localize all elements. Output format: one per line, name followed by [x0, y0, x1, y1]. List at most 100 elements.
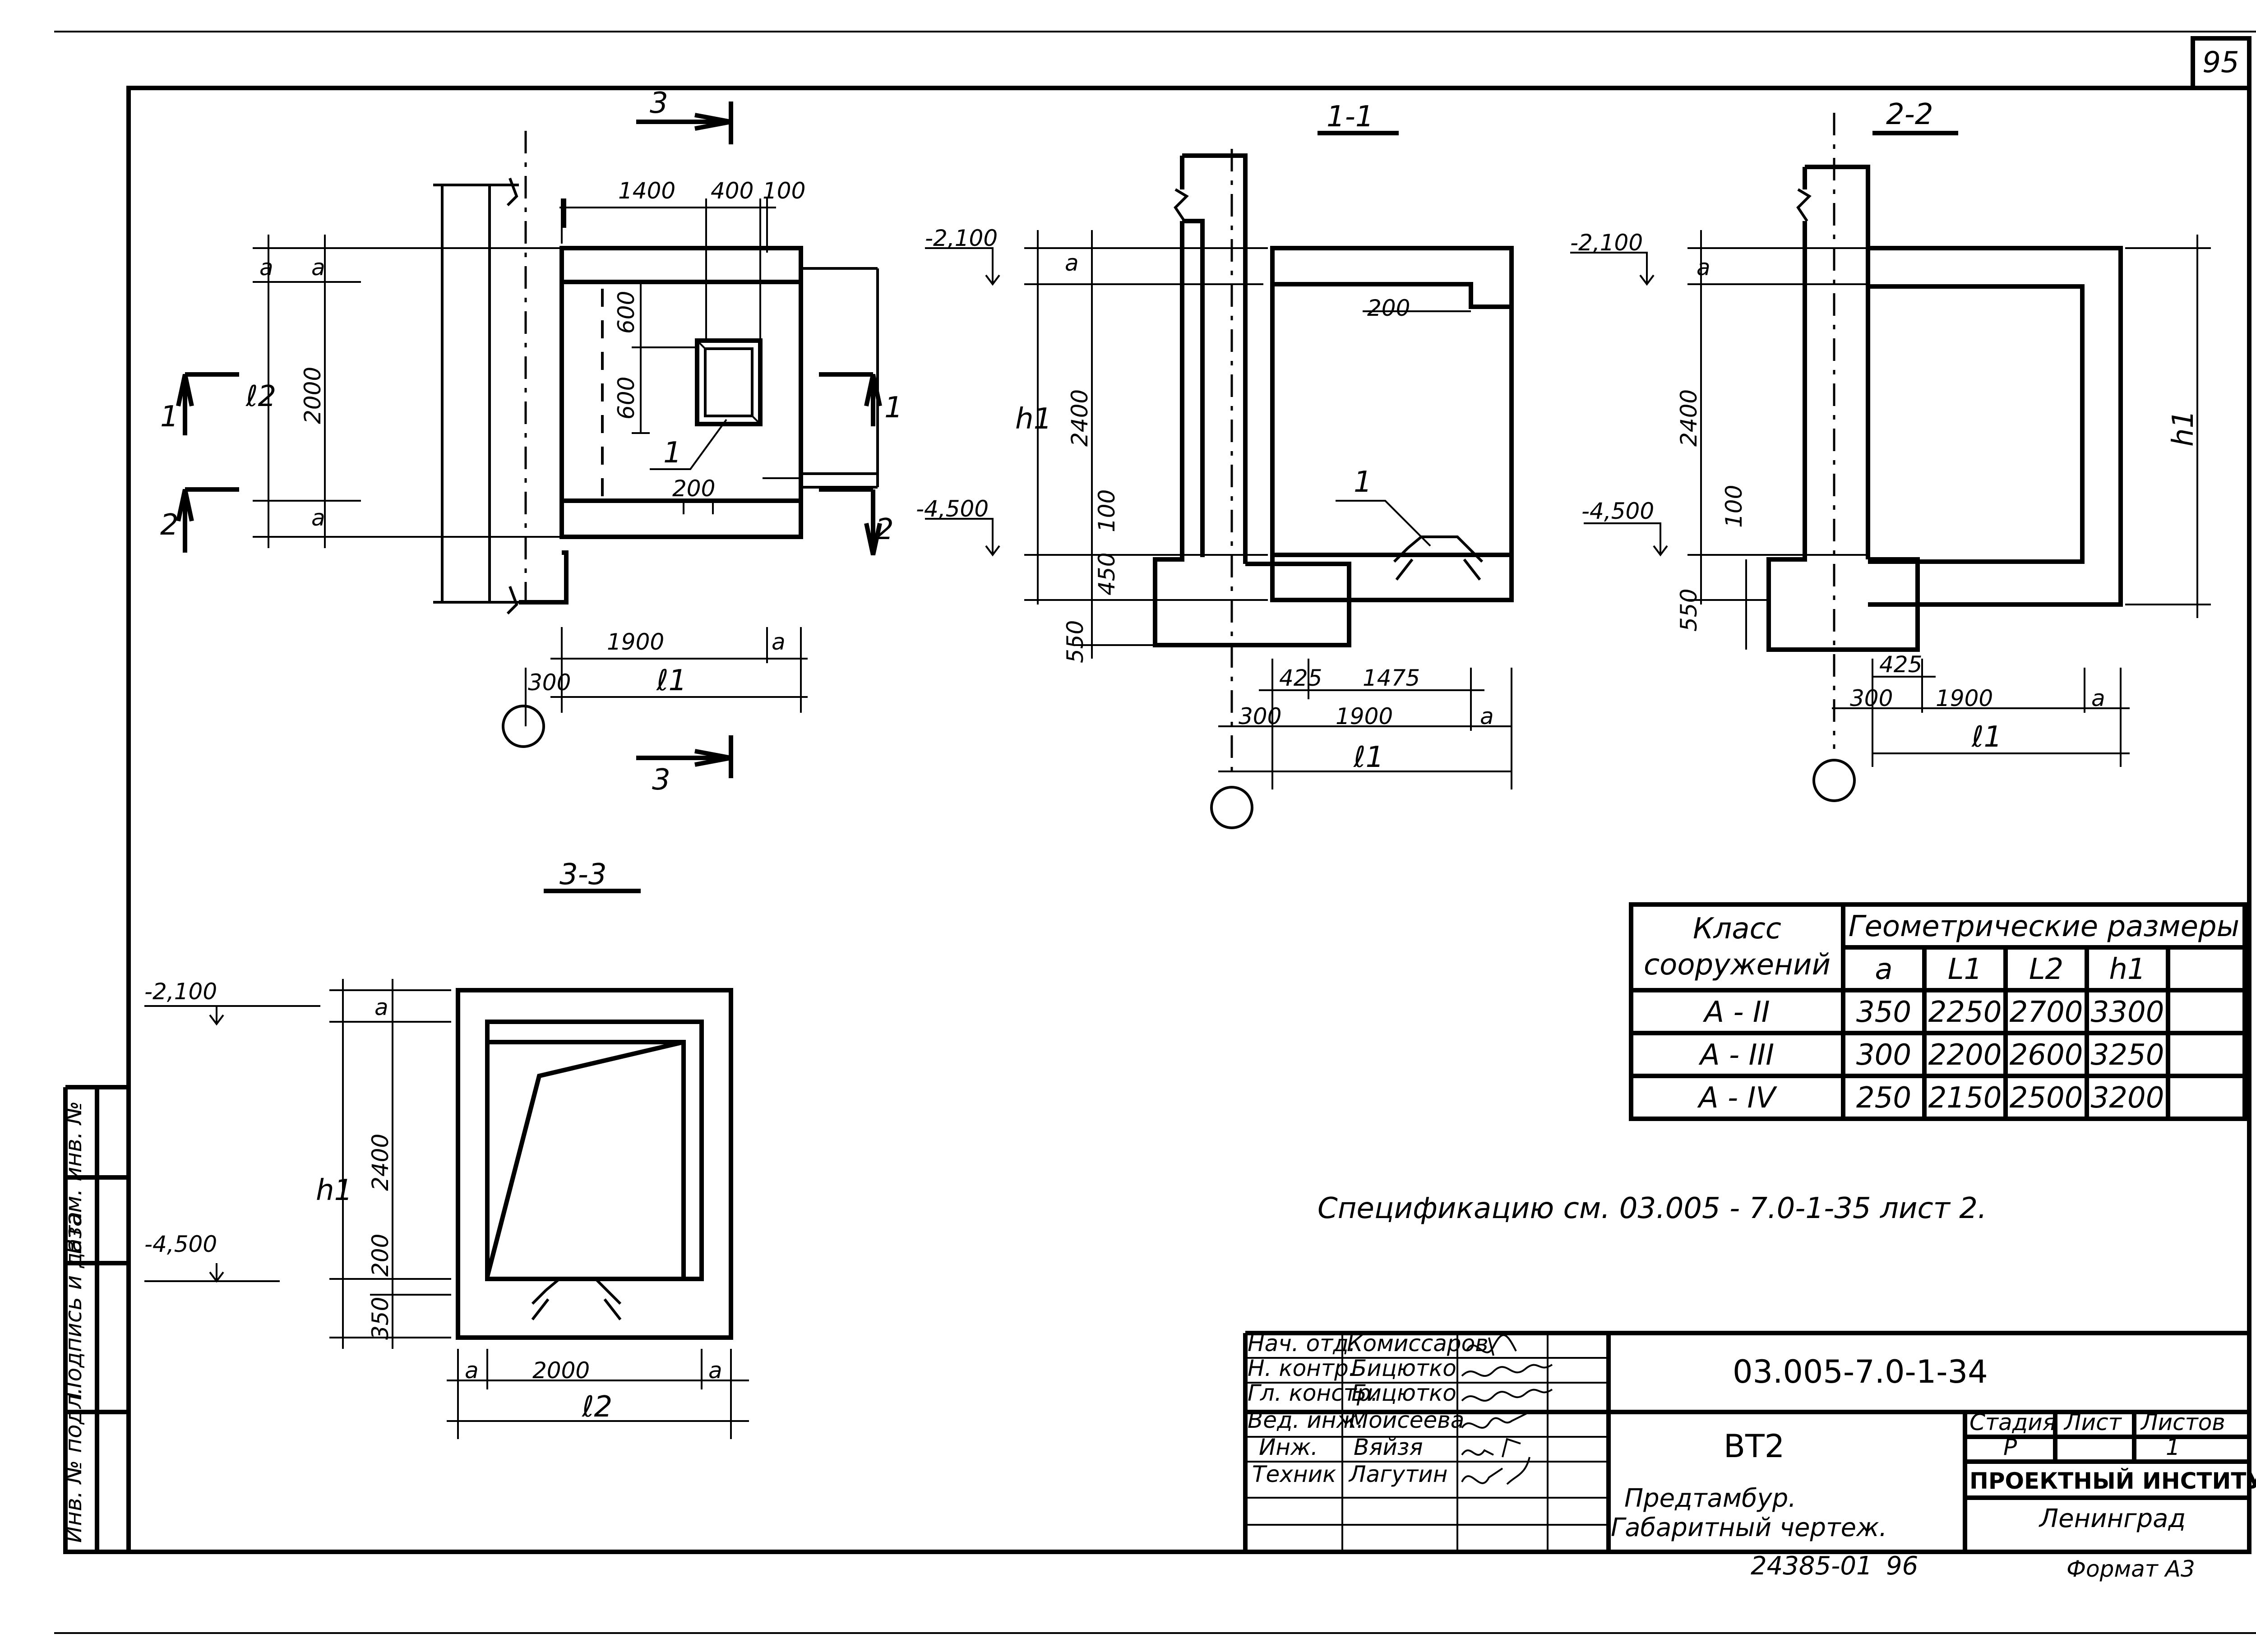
- table-col-h1: h1: [2109, 953, 2145, 986]
- s11-callout: 1: [1354, 466, 1372, 499]
- title-line-2: Габаритный чертеж.: [1611, 1513, 1887, 1542]
- plan-dim-l2: ℓ2: [245, 380, 276, 413]
- stamp-name: Бицютко: [1351, 1380, 1456, 1406]
- s11-dim-1900: 1900: [1336, 703, 1393, 729]
- plan-cut2-right: 2: [875, 513, 894, 546]
- table-cell: 2150: [1928, 1081, 2002, 1115]
- s33-dim-2400: 2400: [367, 1134, 393, 1191]
- table-col-l2: L2: [2029, 953, 2063, 986]
- s33-dim-h1: h1: [316, 1174, 352, 1207]
- s11-dim-100: 100: [1094, 489, 1120, 532]
- plan-dim-1400: 1400: [618, 178, 675, 204]
- archive-number: 24385-01: [1751, 1551, 1872, 1581]
- table-cell: 2250: [1928, 996, 2002, 1029]
- s22-title: 2-2: [1886, 98, 1933, 131]
- s11-lvl-top: -2,100: [925, 225, 998, 251]
- plan-dim-l1: ℓ1: [656, 664, 687, 697]
- table-cell: 2600: [2010, 1038, 2083, 1072]
- plan-cut2-left: 2: [160, 508, 179, 542]
- s33-dim-350: 350: [367, 1297, 393, 1340]
- s11-title: 1-1: [1327, 100, 1374, 134]
- table-cell: 3250: [2091, 1038, 2164, 1072]
- stamp-role: Вед. инж.: [1248, 1407, 1364, 1433]
- plan-cut3-bot: 3: [652, 763, 670, 797]
- s22-dim-2400: 2400: [1676, 389, 1702, 447]
- page-number: 95: [2202, 46, 2239, 79]
- plan-dim-100: 100: [763, 178, 805, 204]
- doc-code: 03.005-7.0-1-34: [1733, 1353, 1988, 1390]
- title-block: Нач. отд. Н. контр. Гл. констр. Вед. инж…: [1243, 1330, 2256, 1552]
- plan-dim-300: 300: [528, 669, 571, 696]
- stamp-name: Вяйзя: [1354, 1434, 1423, 1460]
- plan-cut1-left: 1: [160, 400, 179, 434]
- stage-val: Р: [2003, 1434, 2017, 1460]
- plan-cut1-right: 1: [884, 391, 903, 425]
- stamp-role: Гл. констр.: [1248, 1380, 1378, 1406]
- plan-dim-a-top2: a: [311, 254, 325, 281]
- format-label: Формат А3: [2066, 1556, 2195, 1582]
- s11-dim-a-right: a: [1480, 703, 1494, 729]
- drawing-frame: [126, 86, 2251, 1554]
- stage-head: Стадия: [1969, 1409, 2056, 1435]
- plan-dim-a-right: a: [772, 629, 786, 655]
- sheets-val: 1: [2166, 1434, 2180, 1460]
- s22-dim-550: 550: [1676, 589, 1702, 632]
- table-row-class: А - IV: [1697, 1081, 1777, 1115]
- s22-dim-l1: ℓ1: [1971, 720, 2002, 754]
- size-table: Класс сооружений Геометрические размеры …: [1629, 902, 2247, 1121]
- s22-dim-h1: h1: [2167, 410, 2200, 447]
- s11-dim-2400: 2400: [1067, 389, 1093, 447]
- table-head-geom: Геометрические размеры: [1849, 910, 2239, 943]
- section-2-2: 2-2 -2,100 -4,500 a 2400 100 550 h1 425 …: [1570, 98, 2211, 802]
- plan-dim-1900: 1900: [607, 629, 664, 655]
- side-inv-repl: Взам. инв. №: [60, 1101, 87, 1254]
- stamp-role: Н. контр.: [1248, 1355, 1356, 1381]
- table-cell: 3300: [2091, 996, 2164, 1029]
- side-stamp: Инв. № подл. Подпись и дата Взам. инв. №: [60, 1085, 129, 1554]
- s11-dim-450: 450: [1094, 553, 1120, 595]
- s22-lvl-bot: -4,500: [1581, 498, 1654, 524]
- s22-lvl-top: -2,100: [1570, 230, 1643, 256]
- s33-title: 3-3: [559, 858, 607, 891]
- s33-dim-a: a: [374, 994, 388, 1020]
- plan-dim-a-bot: a: [311, 505, 325, 531]
- plan-dim-600b: 600: [613, 377, 639, 420]
- s33-dim-a-left: a: [465, 1357, 479, 1384]
- org-name: ПРОЕКТНЫЙ ИНСТИТУТ №1: [1969, 1467, 2256, 1494]
- stamp-name: Комиссаров: [1347, 1330, 1489, 1357]
- stamp-name: Лагутин: [1348, 1461, 1447, 1487]
- s22-dim-1900: 1900: [1936, 685, 1993, 711]
- stamp-role: Нач. отд.: [1248, 1330, 1356, 1357]
- table-col-l1: L1: [1948, 953, 1982, 986]
- s11-dim-h1: h1: [1015, 402, 1052, 436]
- s22-dim-100: 100: [1721, 485, 1747, 528]
- s11-dim-200: 200: [1367, 295, 1410, 321]
- stamp-name: Моисеева: [1349, 1407, 1464, 1433]
- s22-dim-a-right: a: [2091, 685, 2105, 711]
- plan-dim-a-top: a: [259, 254, 273, 281]
- section-1-1: 1-1 1 200 -2,100 -4,500 a 2400 h1 100 45…: [916, 100, 1514, 829]
- table-cell: 3200: [2091, 1081, 2164, 1115]
- plan-dim-200: 200: [672, 475, 715, 502]
- org-city: Ленинград: [2039, 1504, 2186, 1533]
- s33-dim-l2: ℓ2: [582, 1390, 612, 1424]
- side-inv-orig: Инв. № подл.: [60, 1387, 87, 1543]
- object-code: ВТ2: [1724, 1428, 1784, 1465]
- s33-lvl-bot: -4,500: [144, 1231, 217, 1257]
- signatures: [1461, 1334, 1553, 1485]
- s11-dim-l1: ℓ1: [1353, 741, 1384, 774]
- table-cell: 2200: [1928, 1038, 2002, 1072]
- s22-dim-425: 425: [1879, 651, 1922, 678]
- s33-dim-2000: 2000: [532, 1357, 590, 1384]
- spec-note: Спецификацию см. 03.005 - 7.0-1-35 лист …: [1318, 1192, 1987, 1225]
- s11-dim-425: 425: [1279, 665, 1322, 691]
- s22-dim-300: 300: [1850, 685, 1893, 711]
- table-cell: 300: [1856, 1038, 1911, 1072]
- s11-dim-a: a: [1065, 250, 1079, 276]
- s11-dim-1475: 1475: [1363, 665, 1420, 691]
- plan-callout: 1: [663, 436, 682, 470]
- table-row-class: А - III: [1698, 1038, 1774, 1072]
- plan-dim-400: 400: [711, 178, 754, 204]
- archive-page: 96: [1886, 1551, 1918, 1581]
